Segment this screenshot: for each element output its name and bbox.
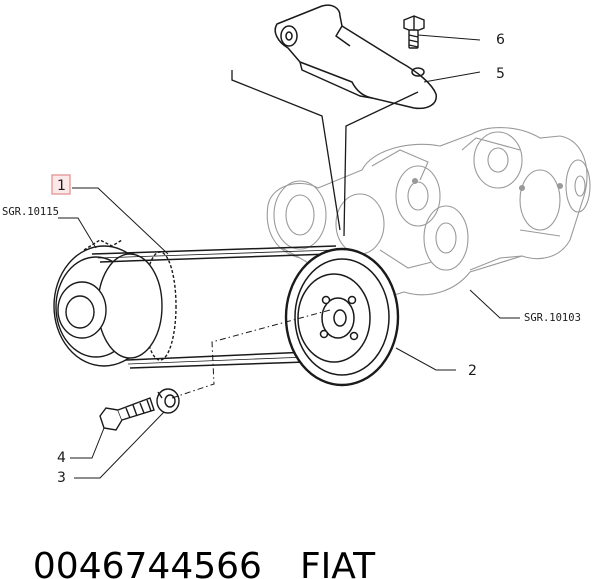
bolt-4 bbox=[99, 397, 155, 431]
toothed-pulley bbox=[53, 239, 177, 367]
callout-2: 2 bbox=[468, 363, 477, 379]
bracket bbox=[274, 4, 437, 110]
poly-v-belt bbox=[91, 245, 337, 369]
reference-left: SGR.10115 bbox=[2, 206, 59, 218]
cover-outline bbox=[231, 70, 419, 237]
belt-drive-exploded-diagram: 1 2 3 4 5 6 SGR.10115 SGR.10103 bbox=[2, 4, 591, 486]
callout-1: 1 bbox=[57, 178, 66, 194]
callout-5: 5 bbox=[496, 66, 505, 82]
part-number: 0046744566 bbox=[32, 546, 262, 579]
callout-6: 6 bbox=[496, 32, 505, 48]
callout-4: 4 bbox=[57, 450, 66, 466]
brand-name: FIAT bbox=[299, 546, 376, 579]
crank-pulley bbox=[284, 247, 400, 387]
callout-1-box bbox=[51, 174, 71, 195]
part-caption: 0046744566 FIAT bbox=[10, 505, 375, 579]
washer-3 bbox=[156, 388, 180, 414]
leader-lines bbox=[58, 34, 520, 479]
bolt-6 bbox=[403, 15, 425, 49]
callout-3: 3 bbox=[57, 470, 66, 486]
reference-right: SGR.10103 bbox=[524, 312, 581, 324]
